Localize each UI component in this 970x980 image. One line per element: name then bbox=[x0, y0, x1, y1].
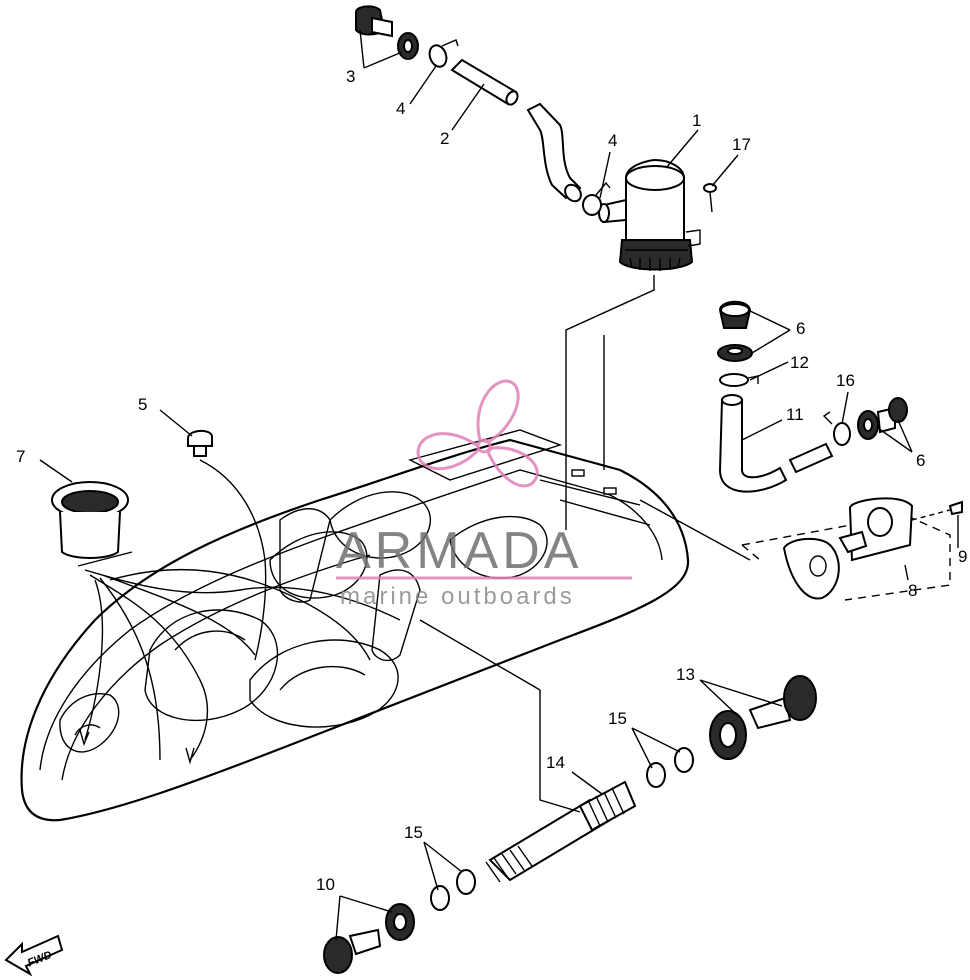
boat-hull bbox=[20, 429, 690, 822]
bilge-pump bbox=[598, 158, 701, 271]
inlet-fitting bbox=[323, 903, 415, 974]
grommet bbox=[187, 430, 213, 457]
callout-labels: 1 2 3 4 4 5 6 6 7 8 9 10 11 12 13 14 15 … bbox=[16, 67, 967, 894]
watermark-brand: ARMADA bbox=[336, 522, 582, 580]
callout-14: 14 bbox=[546, 753, 565, 772]
clamp bbox=[719, 373, 759, 387]
callout-17: 17 bbox=[732, 135, 751, 154]
watermark: ARMADA marine outboards bbox=[336, 379, 632, 610]
fitting-upper bbox=[717, 300, 753, 362]
forward-direction-indicator: FWD bbox=[4, 934, 64, 977]
outlet-fitting bbox=[709, 675, 817, 760]
cup-holder bbox=[51, 481, 133, 567]
watermark-tagline: marine outboards bbox=[340, 583, 575, 610]
callout-6a: 6 bbox=[796, 319, 805, 338]
callout-4a: 4 bbox=[396, 99, 405, 118]
callout-6b: 6 bbox=[916, 451, 925, 470]
callout-9: 9 bbox=[958, 547, 967, 566]
watermark-logo-propeller bbox=[416, 379, 539, 488]
hose-clamp-a bbox=[428, 39, 459, 68]
callout-5: 5 bbox=[138, 395, 147, 414]
clamp-pair-right bbox=[646, 747, 694, 788]
callout-15b: 15 bbox=[404, 823, 423, 842]
callout-16: 16 bbox=[836, 371, 855, 390]
callout-13: 13 bbox=[676, 665, 695, 684]
mounting-plate-assembly bbox=[741, 497, 963, 601]
callout-2: 2 bbox=[440, 129, 449, 148]
screw bbox=[703, 183, 717, 213]
hose-fitting bbox=[355, 5, 419, 60]
long-hose bbox=[485, 780, 637, 883]
hose-clamp-b bbox=[582, 181, 611, 216]
clamp-side bbox=[822, 411, 851, 446]
hose-bent bbox=[718, 394, 834, 493]
clamp-pair-left bbox=[430, 869, 476, 911]
callout-7: 7 bbox=[16, 447, 25, 466]
callout-15a: 15 bbox=[608, 709, 627, 728]
callout-10: 10 bbox=[316, 875, 335, 894]
leader-lines bbox=[39, 29, 959, 941]
callout-4b: 4 bbox=[608, 131, 617, 150]
callout-12: 12 bbox=[790, 353, 809, 372]
callout-3: 3 bbox=[346, 67, 355, 86]
fitting-side bbox=[857, 397, 908, 440]
callout-11: 11 bbox=[786, 405, 804, 424]
callout-8: 8 bbox=[908, 581, 917, 600]
callout-1: 1 bbox=[692, 111, 701, 130]
hose bbox=[450, 58, 582, 203]
